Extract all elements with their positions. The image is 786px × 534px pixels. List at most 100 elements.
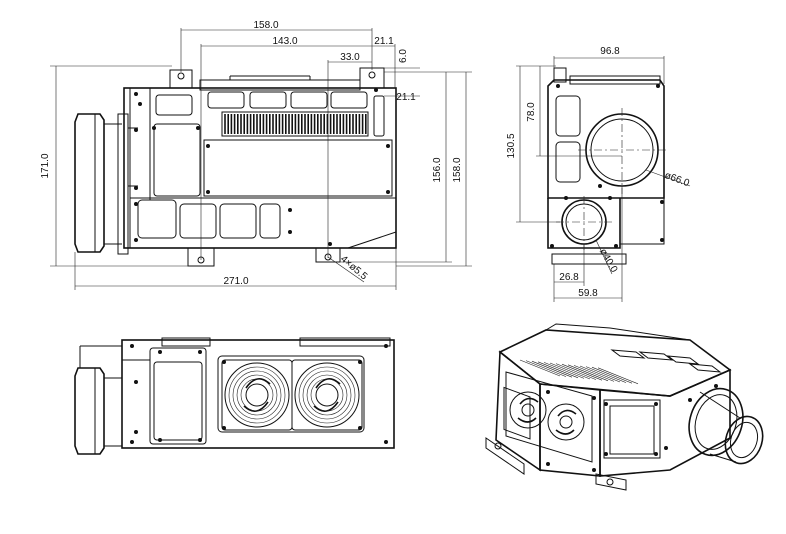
- vent-grille: [221, 111, 369, 137]
- dim-dia-66: ø66.0: [663, 170, 691, 189]
- iso-fin: [549, 362, 591, 380]
- fan-grill-ring: [236, 374, 278, 416]
- isometric-view: [485, 323, 764, 491]
- dim-130-5: 130.5: [506, 133, 517, 158]
- bolt: [134, 238, 138, 242]
- bolt: [358, 360, 362, 364]
- bolt: [688, 398, 692, 402]
- dim-21-1-right: 21.1: [396, 92, 416, 103]
- bolt: [134, 430, 138, 434]
- bolt: [564, 196, 568, 200]
- bolt: [130, 344, 134, 348]
- bottom-view: [74, 337, 395, 455]
- bolt: [656, 84, 660, 88]
- bolt: [592, 396, 596, 400]
- bolt: [198, 438, 202, 442]
- iso-fin: [531, 360, 573, 378]
- iso-fin: [573, 365, 615, 382]
- bolt: [714, 384, 718, 388]
- dim-hole: 4×ø5.5: [338, 254, 369, 283]
- bolt: [386, 144, 390, 148]
- bolt: [206, 144, 210, 148]
- dim-158: 158.0: [253, 20, 278, 31]
- bolt: [598, 184, 602, 188]
- iso-fin: [537, 361, 579, 379]
- fan-grill-ring: [240, 378, 274, 412]
- iso-fin: [543, 362, 585, 379]
- bolt: [384, 440, 388, 444]
- fan-grill-ring: [306, 374, 348, 416]
- dim-158-right: 158.0: [452, 157, 463, 182]
- dim-26-8: 26.8: [559, 272, 579, 283]
- bolt: [138, 102, 142, 106]
- dim-143: 143.0: [272, 36, 297, 47]
- fan-grill-ring: [310, 378, 344, 412]
- dim-156: 156.0: [432, 157, 443, 182]
- bolt: [152, 126, 156, 130]
- dim-96-8: 96.8: [600, 46, 620, 57]
- fan-left: [221, 359, 293, 431]
- front-body: [123, 87, 397, 249]
- bolt: [654, 402, 658, 406]
- bolt: [288, 208, 292, 212]
- iso-fin: [597, 367, 639, 385]
- fan-right: [291, 359, 363, 431]
- bolt: [328, 242, 332, 246]
- iso-fin: [561, 363, 603, 381]
- bolt: [134, 186, 138, 190]
- bolt: [358, 426, 362, 430]
- bolt: [374, 88, 378, 92]
- bolt: [158, 438, 162, 442]
- iso-fin: [591, 366, 633, 384]
- dim-33: 33.0: [340, 52, 360, 63]
- iso-fin: [525, 360, 567, 377]
- bolt: [604, 452, 608, 456]
- bolt: [134, 92, 138, 96]
- bolt: [660, 238, 664, 242]
- front-lens: [74, 113, 105, 253]
- bolt: [556, 84, 560, 88]
- dim-dia-40: ø40.0: [597, 247, 620, 275]
- bolt: [134, 380, 138, 384]
- bolt: [654, 452, 658, 456]
- dim-59-8: 59.8: [578, 288, 598, 299]
- bolt: [546, 462, 550, 466]
- fan-grill-ring: [232, 370, 282, 420]
- bolt: [384, 344, 388, 348]
- fan-grill-ring: [302, 370, 352, 420]
- bolt: [614, 244, 618, 248]
- dim-78: 78.0: [526, 102, 537, 122]
- fan-grill-ring: [298, 366, 356, 424]
- bolt: [198, 350, 202, 354]
- iso-fin: [585, 366, 627, 383]
- bolt: [134, 202, 138, 206]
- iso-fin: [567, 364, 609, 382]
- bolt: [550, 244, 554, 248]
- bolt: [288, 230, 292, 234]
- bolt: [664, 446, 668, 450]
- bolt: [222, 360, 226, 364]
- iso-fin: [579, 365, 621, 383]
- bolt: [158, 350, 162, 354]
- bolt: [660, 200, 664, 204]
- dim-6: 6.0: [398, 49, 409, 63]
- bolt: [196, 126, 200, 130]
- front-view: 158.0 143.0 33.0 21.1 6.0 21.1 171.0 156…: [40, 20, 472, 290]
- bolt: [604, 402, 608, 406]
- dim-171: 171.0: [40, 153, 51, 178]
- bolt: [386, 190, 390, 194]
- dim-271: 271.0: [223, 276, 248, 287]
- iso-fin: [555, 363, 597, 380]
- bolt: [134, 128, 138, 132]
- iso-fin: [519, 359, 561, 377]
- bolt: [592, 468, 596, 472]
- dim-21-1-top: 21.1: [374, 36, 394, 47]
- bolt: [222, 426, 226, 430]
- iso-lens-outer: [688, 387, 744, 457]
- bolt: [130, 440, 134, 444]
- bolt: [608, 196, 612, 200]
- side-view: 96.8 78.0 130.5 ø66.0 ø40.0 26.8 59.8: [506, 46, 691, 302]
- bolt: [206, 190, 210, 194]
- bolt: [546, 390, 550, 394]
